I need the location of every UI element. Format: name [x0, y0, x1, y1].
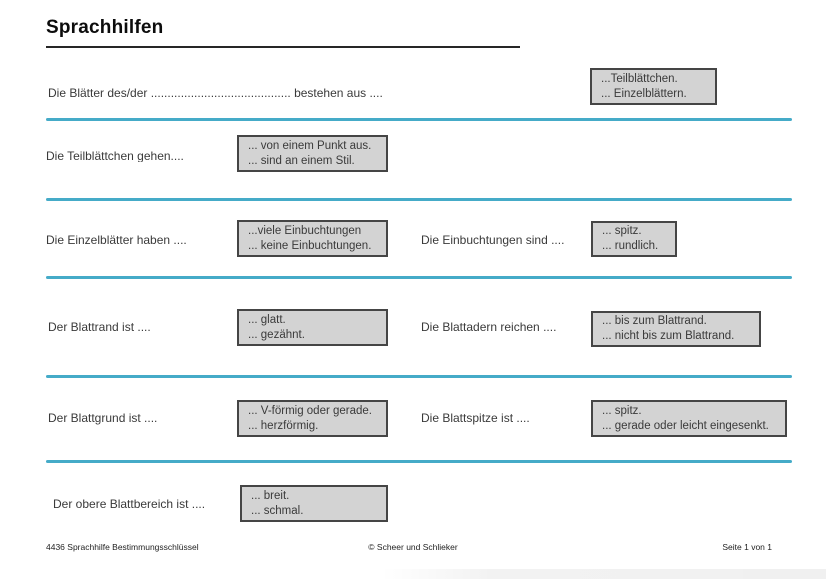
- option-line: ... rundlich.: [602, 240, 659, 252]
- option-box-blattgrund: ... V-förmig oder gerade. ... herzförmig…: [237, 400, 388, 437]
- option-line: ... spitz.: [602, 404, 642, 417]
- separator-line: [46, 276, 792, 279]
- option-line: ... schmal.: [251, 504, 304, 517]
- row-label-blattgrund: Der Blattgrund ist ....: [48, 411, 158, 425]
- option-line: ... spitz.: [602, 225, 642, 237]
- row-label-blattrand: Der Blattrand ist ....: [48, 320, 151, 334]
- option-line: ...Teilblättchen.: [601, 72, 678, 85]
- page-title: Sprachhilfen: [46, 17, 164, 38]
- bottom-shade: [380, 569, 826, 579]
- option-line: ... sind an einem Stil.: [248, 154, 355, 167]
- row-label-blaetter: Die Blätter des/der ....................…: [48, 86, 383, 100]
- footer-document-id: 4436 Sprachhilfe Bestimmungsschlüssel: [46, 542, 199, 552]
- option-line: ... keine Einbuchtungen.: [248, 239, 372, 252]
- option-line: ... nicht bis zum Blattrand.: [602, 330, 735, 342]
- option-line: ... bis zum Blattrand.: [602, 315, 707, 327]
- option-line: ... V-förmig oder gerade.: [248, 404, 373, 417]
- row-label-blattadern: Die Blattadern reichen ....: [421, 320, 557, 334]
- option-box-blattspitze: ... spitz. ... gerade oder leicht einges…: [591, 400, 787, 437]
- option-box-blattadern: ... bis zum Blattrand. ... nicht bis zum…: [591, 311, 761, 347]
- option-line: ... von einem Punkt aus.: [248, 139, 372, 152]
- title-underline: [46, 46, 520, 48]
- option-line: ... herzförmig.: [248, 419, 319, 432]
- option-line: ... gezähnt.: [248, 328, 305, 341]
- row-label-oberer-blattbereich: Der obere Blattbereich ist ....: [53, 497, 206, 511]
- separator-line: [46, 198, 792, 201]
- option-box-blaetter: ...Teilblättchen. ... Einzelblättern.: [590, 68, 717, 105]
- option-box-einbuchtungen: ... spitz. ... rundlich.: [591, 221, 677, 257]
- separator-line: [46, 375, 792, 378]
- footer-page-number: Seite 1 von 1: [722, 542, 772, 552]
- option-line: ...viele Einbuchtungen: [248, 224, 362, 237]
- option-line: ... glatt.: [248, 313, 286, 326]
- option-box-blattrand: ... glatt. ... gezähnt.: [237, 309, 388, 346]
- separator-line: [46, 118, 792, 121]
- option-line: ... Einzelblättern.: [601, 87, 687, 100]
- option-line: ... gerade oder leicht eingesenkt.: [602, 419, 769, 432]
- row-label-blattspitze: Die Blattspitze ist ....: [421, 411, 530, 425]
- row-label-einbuchtungen: Die Einbuchtungen sind ....: [421, 233, 565, 247]
- row-label-teilblaettchen: Die Teilblättchen gehen....: [46, 149, 184, 162]
- option-box-oberer-blattbereich: ... breit. ... schmal.: [240, 485, 388, 522]
- option-box-einzelblaetter: ...viele Einbuchtungen ... keine Einbuch…: [237, 220, 388, 257]
- option-box-teilblaettchen: ... von einem Punkt aus. ... sind an ein…: [237, 135, 388, 172]
- row-label-einzelblaetter: Die Einzelblätter haben ....: [46, 233, 187, 247]
- footer-copyright: © Scheer und Schlieker: [368, 542, 458, 552]
- separator-line: [46, 460, 792, 463]
- option-line: ... breit.: [251, 489, 290, 502]
